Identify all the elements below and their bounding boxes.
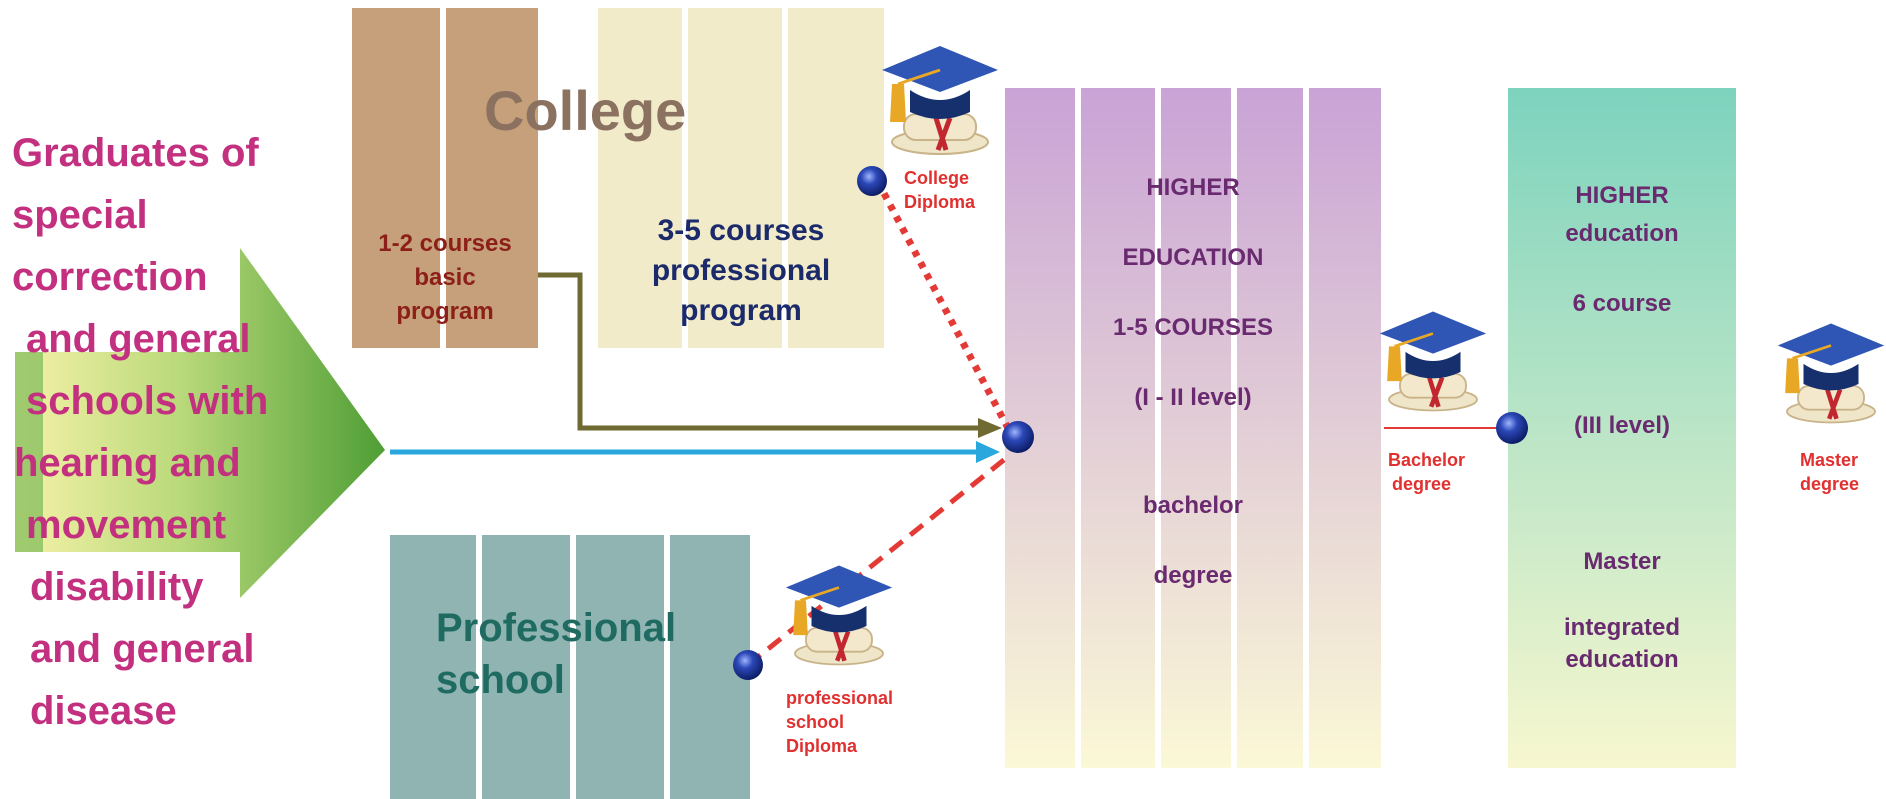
professional-school-title: school — [436, 658, 565, 702]
graduation-cap-icon — [882, 46, 998, 155]
graduates-line: movement — [26, 503, 227, 547]
higher1-col-4 — [1237, 88, 1303, 768]
college-prof-block-2 — [688, 8, 782, 348]
higher1-col-5 — [1309, 88, 1381, 768]
college-basic-line: 1-2 courses — [378, 230, 512, 257]
higher2-line: 6 course — [1572, 290, 1672, 317]
higher1-line: degree — [1153, 562, 1233, 589]
college-basic-line: program — [396, 298, 494, 325]
professional-diploma-label: professional — [786, 688, 894, 708]
master-degree-label: Master — [1800, 450, 1859, 470]
bachelor-degree-label: degree — [1392, 474, 1452, 494]
graduates-line: disability — [30, 565, 204, 609]
graduates-line: schools with — [26, 379, 269, 423]
college-prof-line: 3-5 courses — [657, 214, 825, 247]
higher1-line: bachelor — [1142, 492, 1244, 519]
higher2-line: Master — [1583, 548, 1661, 575]
college-prof-line: professional — [651, 254, 831, 287]
college-prof-block-1 — [598, 8, 682, 348]
college-basic-line: basic — [414, 264, 476, 291]
college-basic-divider — [440, 8, 446, 348]
professional-diploma-label: Diploma — [786, 736, 858, 756]
graduation-cap-icon — [1777, 323, 1885, 424]
bachelor-degree-label: Bachelor — [1388, 450, 1466, 470]
professional-diploma-label: school — [786, 712, 845, 732]
higher2-line: HIGHER — [1575, 182, 1669, 209]
higher1-col-3 — [1161, 88, 1231, 768]
graduates-line: and general — [26, 317, 251, 361]
graduation-cap-icon — [1379, 311, 1487, 412]
higher2-line: education — [1565, 220, 1679, 247]
higher2-line: integrated — [1563, 614, 1680, 641]
graduates-line: correction — [12, 255, 208, 299]
graduates-line: and general — [30, 627, 255, 671]
graduates-line: hearing and — [14, 441, 241, 485]
higher2-line: (III level) — [1573, 412, 1671, 439]
college-title: College — [484, 79, 687, 142]
master-degree-label: degree — [1800, 474, 1860, 494]
graduation-cap-icon — [785, 565, 893, 666]
higher2-line: education — [1565, 646, 1679, 673]
graduates-line: Graduates of — [12, 131, 259, 175]
professional-school-title: Professional — [436, 606, 677, 650]
school-block-1 — [390, 535, 476, 799]
higher1-line: HIGHER — [1146, 174, 1240, 201]
college-prof-line: program — [680, 294, 802, 327]
higher2-block — [1508, 88, 1736, 768]
higher1-line: (I - II level) — [1134, 384, 1252, 411]
school-block-2 — [482, 535, 570, 799]
college-diploma-label: College — [904, 168, 970, 188]
school-block-3 — [576, 535, 664, 799]
higher1-line: EDUCATION — [1122, 244, 1264, 271]
college-diploma-label: Diploma — [904, 192, 976, 212]
graduates-line: disease — [30, 689, 177, 733]
higher1-line: 1-5 COURSES — [1112, 314, 1274, 341]
higher1-col-2 — [1081, 88, 1155, 768]
graduates-line: special — [12, 193, 148, 237]
